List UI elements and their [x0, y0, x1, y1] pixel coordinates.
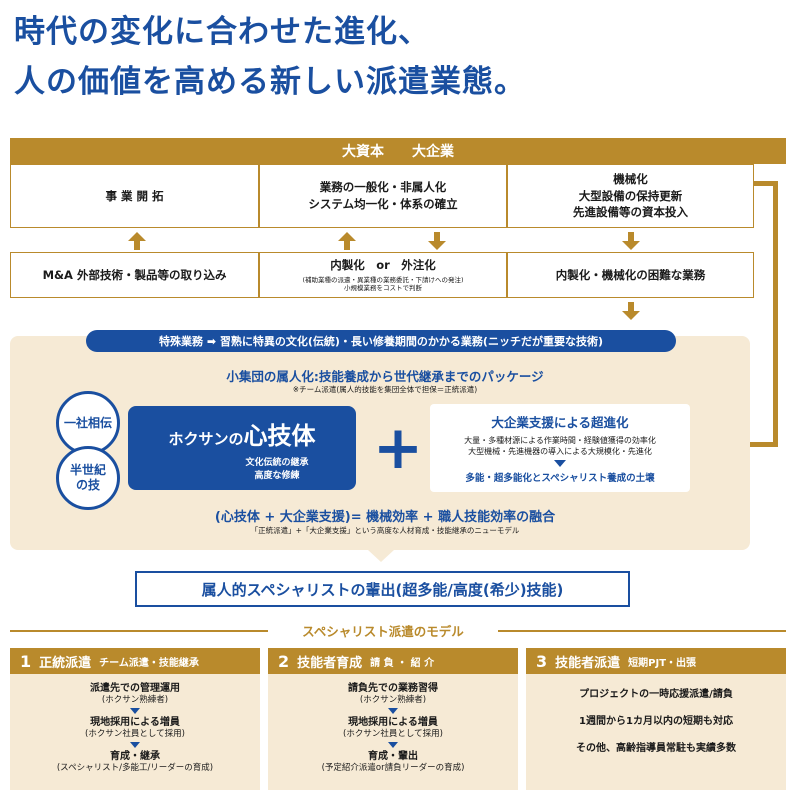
model-2-title: 技能者育成 — [297, 655, 363, 671]
model-3-subtitle: 短期PJT・出張 — [628, 657, 697, 669]
model-1-step1-note: (ホクサン熟練者) — [101, 695, 169, 705]
model-3-title: 技能者派遣 — [555, 655, 621, 671]
model-1-step3-note: (スペシャリスト/多能工/リーダーの育成) — [56, 763, 214, 774]
insource-outsource-note2: 小規模業務をコストで判断 — [344, 284, 422, 293]
model-1-step2: 現地採用による増員 — [90, 717, 180, 729]
model-2-step2-note: (ホクサン社員として採用) — [343, 729, 443, 740]
model-1-step1: 派遣先での管理運用 — [90, 683, 180, 694]
model-card-3: 3 技能者派遣 短期PJT・出張 プロジェクトの一時応援派遣/請負 1週間から1… — [526, 648, 786, 790]
support-line1: 大量・多種材源による作業時間・経験値獲得の効率化 — [464, 436, 656, 445]
team-note: ※チーム派遣(属人的技能を集団全体で担保＝正統派遣) — [292, 385, 478, 394]
big-company-header: 大資本 大企業 — [10, 138, 786, 164]
model-2-subtitle: 請 負 ・ 紹 介 — [370, 657, 435, 669]
result-box: 属人的スペシャリストの輩出(超多能/高度(希少)技能) — [135, 571, 630, 607]
triangle-down-icon — [554, 460, 566, 467]
support-line2: 大型機械・先進機器の導入による大規模化・先進化 — [468, 447, 652, 456]
model-3-line2: 1週間から1カ月以内の短期も対応 — [579, 716, 733, 727]
model-2-number: 2 — [278, 651, 290, 671]
kokoro-box: ホクサンの心技体 文化伝統の継承 高度な修練 — [128, 406, 356, 490]
connector-top — [754, 181, 778, 186]
mechanization-line2: 大型設備の保持更新 — [578, 188, 683, 203]
model-3-number: 3 — [536, 651, 548, 671]
kokoro-sub1: 文化伝統の継承 — [245, 457, 309, 468]
business-development-label: 事 業 開 拓 — [105, 188, 164, 203]
connector-vertical — [773, 181, 778, 447]
triangle-down-icon — [388, 708, 398, 715]
model-2-step1: 請負先での業務習得 — [348, 683, 438, 694]
kokoro-main: 心技体 — [243, 421, 316, 450]
model-1-step3: 育成・継承 — [110, 751, 160, 763]
panel-down-arrow-icon — [368, 550, 394, 562]
mna-label: M&A 外部技術・製品等の取り込み — [42, 267, 227, 282]
insource-outsource-note1: (補助業種の派遣・異業種の業務委託・下請けへの発注) — [302, 275, 464, 284]
support-title: 大企業支援による超進化 — [491, 415, 629, 430]
model-2-header: 2 技能者育成 請 負 ・ 紹 介 — [268, 648, 518, 674]
business-development-box: 事 業 開 拓 — [10, 164, 259, 228]
mna-box: M&A 外部技術・製品等の取り込み — [10, 252, 259, 298]
model-3-header: 3 技能者派遣 短期PJT・出張 — [526, 648, 786, 674]
arrow-up-icon — [126, 232, 148, 250]
model-2-step1-note: (ホクサン熟練者) — [359, 695, 427, 705]
arrow-down-icon — [620, 232, 642, 250]
special-work-pill: 特殊業務 ➡ 習熟に特異の文化(伝統)・長い修養期間のかかる業務(ニッチだが重要… — [86, 330, 676, 352]
plus-sign: + — [372, 413, 424, 483]
circle2-line1: 半世紀 — [69, 463, 106, 477]
generalization-line1: 業務の一般化・非属人化 — [319, 180, 447, 195]
mechanization-line3: 先進設備等の資本投入 — [573, 205, 688, 220]
headline-line2: 人の価値を高める新しい派遣業態。 — [14, 64, 526, 100]
model-2-step3-note: (予定紹介派遣or請負リーダーの育成) — [321, 763, 465, 774]
model-2-body: 請負先での業務習得 (ホクサン熟練者) 現地採用による増員 (ホクサン社員として… — [268, 674, 518, 790]
model-1-subtitle: チーム派遣・技能継承 — [99, 657, 199, 669]
model-1-title: 正統派遣 — [39, 655, 92, 671]
model-3-body: プロジェクトの一時応援派遣/請負 1週間から1カ月以内の短期も対応 その他、高齢… — [526, 674, 786, 790]
model-1-number: 1 — [20, 651, 32, 671]
model-2-step2: 現地採用による増員 — [348, 717, 438, 729]
mechanization-line1: 機械化 — [613, 171, 648, 186]
model-2-step3: 育成・輩出 — [368, 751, 418, 763]
model-3-line1: プロジェクトの一時応援派遣/請負 — [579, 689, 733, 700]
model-1-header: 1 正統派遣 チーム派遣・技能継承 — [10, 648, 260, 674]
kokoro-sub2: 高度な修練 — [254, 470, 300, 481]
generalization-box: 業務の一般化・非属人化 システム均一化・体系の確立 — [259, 164, 507, 228]
circle2-line2: の技 — [75, 478, 100, 492]
arrow-up-icon — [336, 232, 358, 250]
formula: (心技体 + 大企業支援)= 機械効率 + 職人技能効率の融合 — [214, 510, 556, 525]
generalization-line2: システム均一化・体系の確立 — [308, 197, 458, 211]
triangle-down-icon — [130, 708, 140, 715]
model-1-step2-note: (ホクサン社員として採用) — [85, 729, 185, 740]
insource-outsource-box: 内製化 or 外注化 (補助業種の派遣・異業種の業務委託・下請けへの発注) 小規… — [259, 252, 507, 298]
arrow-down-icon — [620, 302, 642, 320]
arrow-down-icon — [426, 232, 448, 250]
model-1-body: 派遣先での管理運用 (ホクサン熟練者) 現地採用による増員 (ホクサン社員として… — [10, 674, 260, 790]
model-3-line3: その他、高齢指導員常駐も実績多数 — [576, 743, 736, 754]
circle1-line1: 一社相伝 — [63, 415, 112, 430]
kokoro-prefix: ホクサンの — [168, 429, 244, 448]
support-bottom: 多能・超多能化とスペシャリスト養成の土壌 — [465, 473, 655, 484]
headline-line1: 時代の変化に合わせた進化、 — [14, 14, 430, 50]
big-company-support-box: 大企業支援による超進化 大量・多種材源による作業時間・経験値獲得の効率化 大型機… — [430, 404, 690, 492]
triangle-down-icon — [130, 742, 140, 749]
model-card-2: 2 技能者育成 請 負 ・ 紹 介 請負先での業務習得 (ホクサン熟練者) 現地… — [268, 648, 518, 790]
small-group-title: 小集団の属人化:技能養成から世代継承までのパッケージ — [226, 369, 544, 384]
triangle-down-icon — [388, 742, 398, 749]
difficult-work-box: 内製化・機械化の困難な業務 — [507, 252, 754, 298]
circle-ichisha-souden: 一社相伝 — [56, 391, 120, 455]
models-title: スペシャリスト派遣のモデル — [268, 620, 498, 640]
formula-note: 「正統派遣」+「大企業支援」という高度な人材育成・技能継承のニューモデル — [250, 526, 520, 535]
difficult-work-label: 内製化・機械化の困難な業務 — [555, 267, 706, 282]
insource-outsource-title: 内製化 or 外注化 — [330, 257, 436, 272]
model-card-1: 1 正統派遣 チーム派遣・技能継承 派遣先での管理運用 (ホクサン熟練者) 現地… — [10, 648, 260, 790]
circle-hanseiki: 半世紀 の技 — [56, 446, 120, 510]
mechanization-box: 機械化 大型設備の保持更新 先進設備等の資本投入 — [507, 164, 754, 228]
